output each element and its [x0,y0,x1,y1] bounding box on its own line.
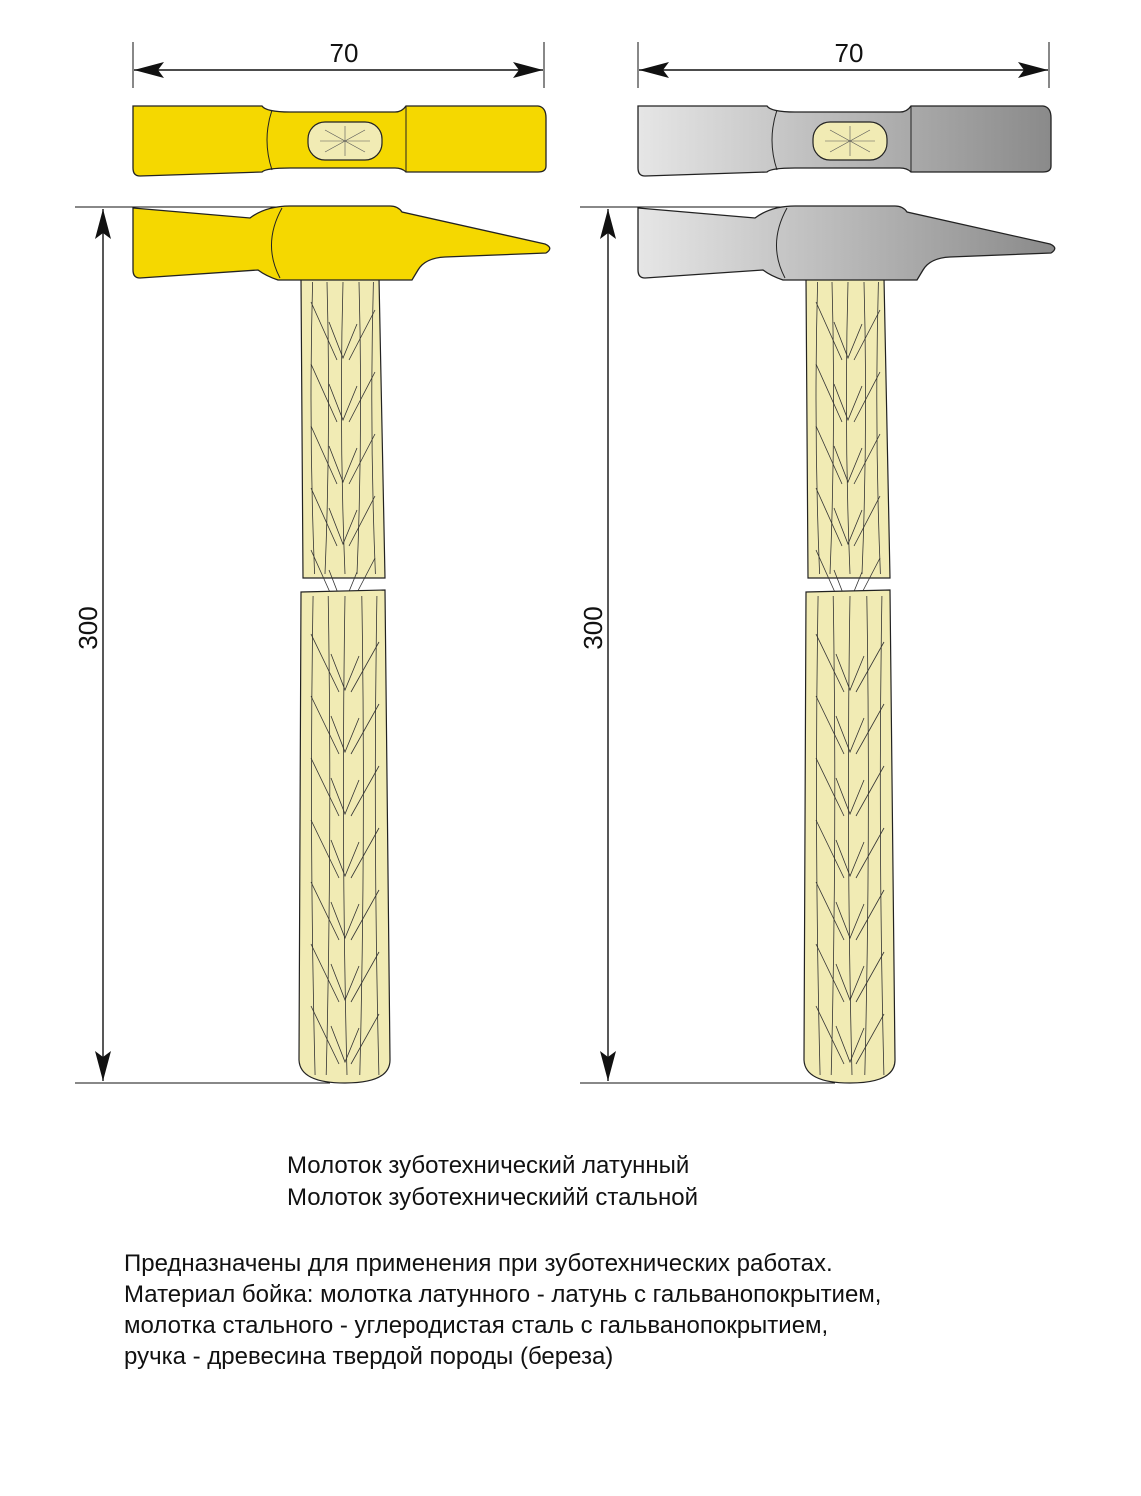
description-line: Материал бойка: молотка латунного - лату… [124,1281,882,1308]
hammer-drawings: 70 300 70 300 [73,38,1056,1084]
description-line: Предназначены для применения при зуботех… [124,1250,833,1277]
steel-hammer: 70 300 [578,38,1056,1084]
handle-lower [298,589,391,1084]
handle [298,277,391,1084]
head-contour [771,109,778,171]
title-brass-hammer: Молоток зуботехнический латунный [287,1152,690,1179]
product-titles: Молоток зуботехнический латунный Молоток… [287,1150,698,1214]
head-contour [266,109,273,171]
length-dimension-label: 300 [578,606,608,649]
width-dimension-label: 70 [330,38,359,68]
head-contour [776,207,788,279]
title-steel-hammer: Молоток зуботехническийй стальной [287,1184,699,1211]
handle-lower [803,589,896,1084]
product-description: Предназначены для применения при зуботех… [124,1248,881,1372]
brass-hammer: 70 300 [73,38,551,1084]
wedge-line [324,129,366,153]
handle [803,277,896,1084]
description-line: ручка - древесина твердой породы (береза… [124,1343,614,1370]
length-dimension-label: 300 [73,606,103,649]
width-dimension-label: 70 [835,38,864,68]
head-contour [271,207,283,279]
wedge-line [829,129,871,153]
description-line: молотка стального - углеродистая сталь с… [124,1312,829,1339]
head-side-view [132,205,551,281]
head-side-view [637,205,1056,281]
